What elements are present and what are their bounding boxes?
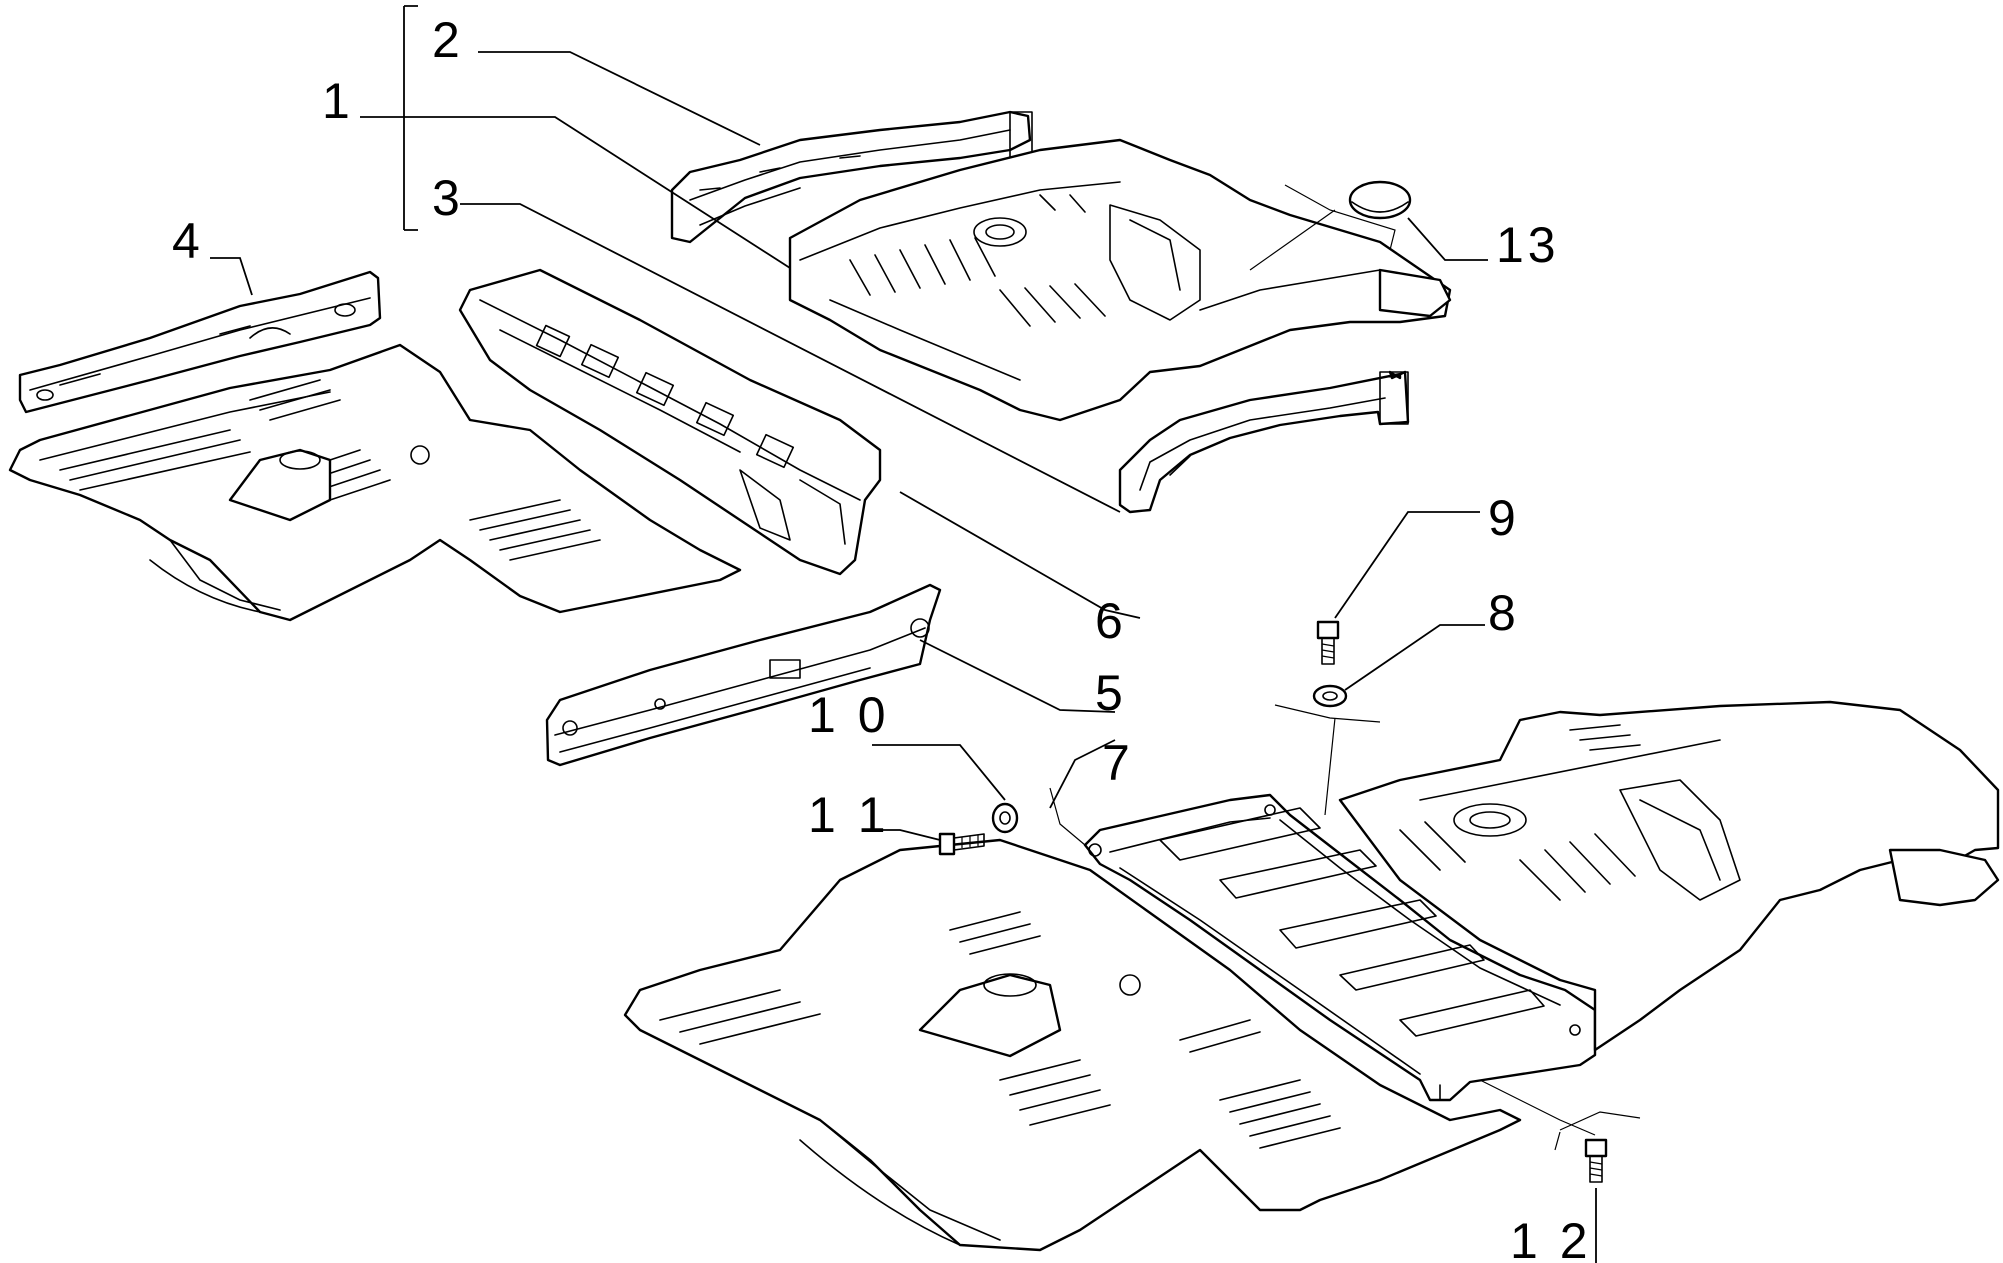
callout-11: 1 1 (808, 787, 890, 843)
part-6-central-tunnel (458, 268, 882, 576)
callout-1: 1 (322, 73, 354, 129)
callout-5: 5 (1095, 665, 1127, 721)
part-11-bolt (938, 832, 985, 856)
part-4-left-sill-member (18, 270, 382, 414)
front-floor-ribs-lower (659, 911, 1341, 1149)
part-13-rubber-plug (1348, 180, 1412, 220)
frame-cross-slats (1159, 807, 1545, 1037)
part-5-right-sill-member (545, 583, 942, 767)
callout-3: 3 (432, 170, 464, 226)
callout-labels: 2 1 3 4 13 9 8 6 5 1 0 7 1 1 1 2 (172, 12, 1592, 1263)
callout-9: 9 (1488, 490, 1520, 546)
rear-pan-ribs (849, 237, 1106, 327)
complete-floor-assembly (623, 700, 2000, 1252)
callout-7: 7 (1102, 735, 1134, 791)
callout-13: 13 (1496, 217, 1560, 273)
part-10-washer (991, 802, 1019, 834)
part-1-rear-floor-pan (788, 138, 1452, 422)
leader-lines (210, 5, 1597, 1263)
part-8-washer (1312, 684, 1348, 708)
part-12-bolt (1584, 1138, 1608, 1183)
part-7-seat-crossmember-frame (1083, 793, 1597, 1102)
rear-floor-ribs-lower (1399, 724, 1641, 901)
callout-4: 4 (172, 213, 204, 269)
callout-2: 2 (432, 12, 464, 68)
callout-12: 1 2 (1510, 1213, 1592, 1263)
tunnel-cutouts (535, 324, 795, 469)
callout-10: 1 0 (808, 687, 890, 743)
callout-8: 8 (1488, 585, 1520, 641)
front-floor-assembly-left-view (8, 343, 742, 622)
part-9-bolt (1316, 620, 1340, 665)
part-3-rear-side-member (1118, 370, 1410, 514)
callout-6: 6 (1095, 593, 1127, 649)
